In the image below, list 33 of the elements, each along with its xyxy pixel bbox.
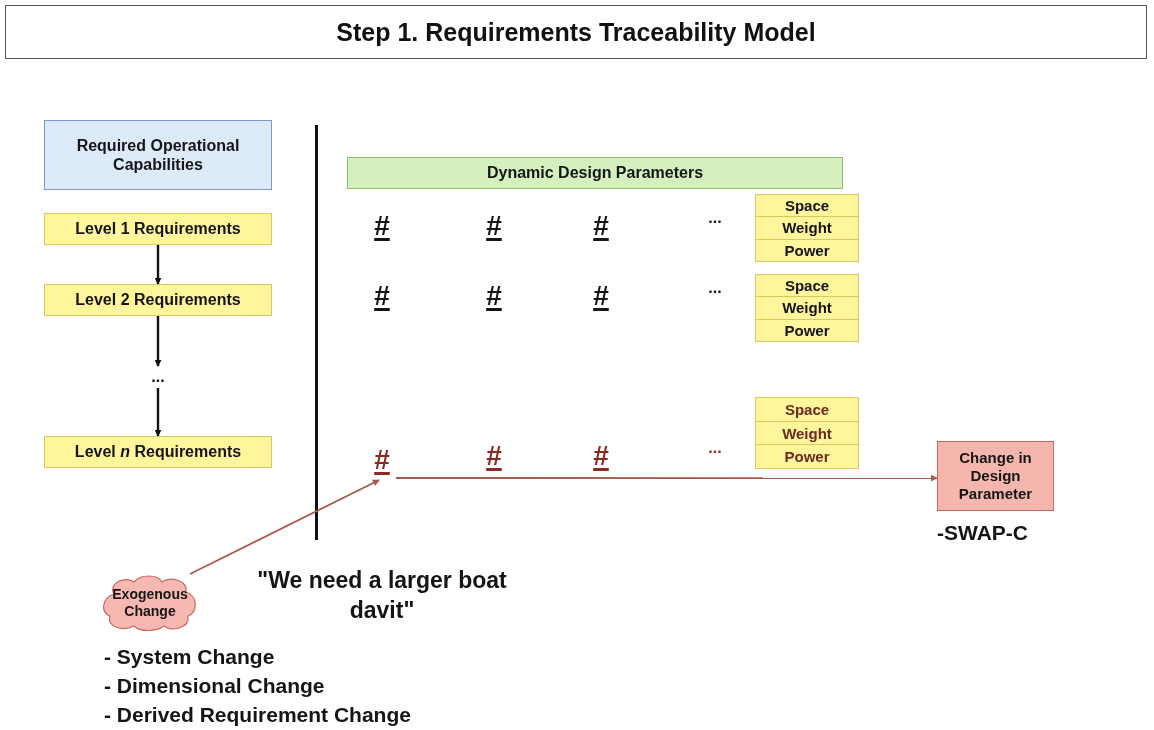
- arrow: [154, 245, 162, 285]
- annotation-text: -SWAP-C: [937, 521, 1029, 545]
- hash-symbol: #: [485, 209, 503, 243]
- ellipsis-text: ...: [707, 208, 723, 228]
- hash-symbol: #: [485, 439, 503, 473]
- requirement-box: Level n Requirements: [44, 436, 272, 468]
- capability-box: Required Operational Capabilities: [44, 120, 272, 190]
- parameter-header-box: Dynamic Design Parameters: [347, 157, 843, 189]
- hash-symbol: #: [592, 279, 610, 313]
- parameter-stack: Space Weight Power: [755, 274, 859, 342]
- parameter-stack: Space Weight Power: [755, 194, 859, 262]
- parameter-stack: Space Weight Power: [755, 397, 859, 469]
- bullet-text: - System Change: [104, 644, 276, 670]
- ellipsis-text: ...: [707, 278, 723, 298]
- hash-symbol: #: [373, 209, 391, 243]
- title-box: Step 1. Requirements Traceability Model: [5, 5, 1147, 59]
- hash-symbol: #: [485, 279, 503, 313]
- ellipsis-text: ...: [138, 366, 178, 388]
- arrow: [154, 388, 162, 437]
- ellipsis-text: ...: [707, 438, 723, 458]
- arrow: [395, 474, 938, 482]
- bullet-text: - Derived Requirement Change: [104, 702, 412, 728]
- hash-symbol: #: [373, 279, 391, 313]
- arrow: [154, 316, 162, 367]
- requirement-box: Level 1 Requirements: [44, 213, 272, 245]
- change-box: Change in Design Parameter: [937, 441, 1054, 511]
- hash-symbol: #: [368, 440, 396, 480]
- hash-symbol: #: [592, 439, 610, 473]
- arrow: [189, 479, 381, 575]
- requirement-box: Level 2 Requirements: [44, 284, 272, 316]
- hash-symbol: #: [592, 209, 610, 243]
- bullet-text: - Dimensional Change: [104, 673, 326, 699]
- quote-text: "We need a larger boat davit": [256, 566, 508, 625]
